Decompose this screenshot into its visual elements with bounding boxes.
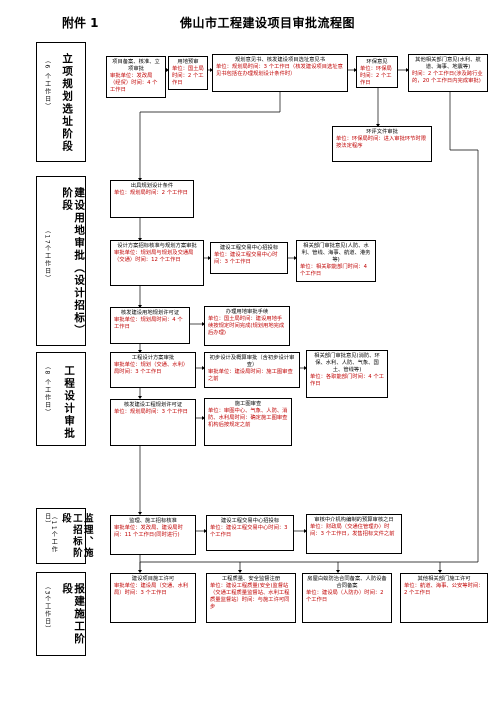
box-land-use-procedures: 办理用地审批手续 单位：国土局时间：建设用地手续按规定时间完成(规划用地完成后办… bbox=[204, 306, 290, 346]
phase-1-days: （6 个工作日） bbox=[43, 57, 51, 111]
page-title: 佛山市工程建设项目审批流程图 bbox=[180, 16, 356, 30]
phase-2-days: （17个工作日） bbox=[43, 227, 51, 283]
phase-1-name: 立项规划选址阶段 bbox=[61, 53, 74, 153]
phase-3-days: （8 个工作日） bbox=[43, 363, 51, 417]
phase-4-days: （11个工作日） bbox=[43, 513, 58, 554]
phase-4-frame: （11个工作日） 监理、施工招标阶段 bbox=[36, 508, 93, 564]
box-planning-opinion: 规划意见书、核发建设项目选址意见书 单位：规划局时间：3 个工作日（核发建设项目… bbox=[212, 54, 348, 92]
phase-2-frame: （17个工作日） 建设用地审批（设计招标）阶段 bbox=[36, 176, 86, 346]
box-other-departments: 其他相关部门意见(水利、航道、海事、地震等) 时间：2 个工作日(涉及跨行业的，… bbox=[408, 54, 488, 92]
box-quality-safety-registration: 工程质量、安全监督注册 单位：建设工程质量(安全)监督站（交通工程质量监督站、水… bbox=[206, 573, 296, 623]
box-trading-center-bidding-1: 建设工程交易中心招投标 单位：建设工程交易中心时间：3 个工作日 bbox=[210, 242, 288, 274]
box-termite-contract-filing: 房屋白蚁防治合同备案、人防设备合同备案 单位：建设局（人防办）时间：2 个工作日 bbox=[302, 573, 392, 623]
box-design-tender-approval: 设计方案招标核准与规划方案审批 审批单位：规划局与规划及交通局（交通）时间：12… bbox=[110, 240, 204, 286]
box-trading-center-bidding-2: 建设工程交易中心招投标 单位：建设工程交易中心时间：3 个工作日 bbox=[206, 515, 294, 551]
box-construction-drawing-review: 施工图审查 单位：审图中心、气象、人防、消防、水利局时间：确定施工图审查机构后按… bbox=[204, 398, 292, 446]
box-project-filing: 项目备案、核准、立项审批 审批单位：发改局（经贸）时间：4 个工作日 bbox=[106, 56, 166, 98]
box-related-dept-approval-2: 相关部门审批意见(消防、环保、水利、人防、气象、国土、管线等) 单位：各职能部门… bbox=[306, 350, 388, 398]
box-related-dept-approval-1: 相关部门审批意见(人防、水利、管线、海事、航道、港务等) 单位：相关职能部门时间… bbox=[296, 240, 376, 282]
phase-4-name: 监理、施工招标阶段 bbox=[59, 513, 93, 559]
box-supervision-tender-approval: 监理、施工招标核准 审批单位：发改局、建设局时间：11 个工作日(同时进行) bbox=[110, 515, 196, 555]
phase-3-frame: （8 个工作日） 工程设计审批 bbox=[36, 352, 86, 446]
box-land-planning-permit: 核发建设用地规划许可证 审批单位：规划局时间：4 个工作日 bbox=[110, 307, 190, 344]
phase-1-frame: （6 个工作日） 立项规划选址阶段 bbox=[36, 42, 86, 162]
box-other-construction-permits: 其他相关部门施工许可 单位：航道、海事、公安等时间：2 个工作日 bbox=[400, 573, 488, 623]
box-preliminary-design-approval: 初步设计及概算审批（含初步设计审查） 审批单位：建设局时间：施工图审查之前 bbox=[204, 352, 300, 388]
box-eia-approval: 环评文件审批 单位：环保局时间：进入审批环节时限按法定程序 bbox=[332, 126, 432, 162]
phase-5-frame: （3个工作日） 报建施工阶段 bbox=[36, 572, 86, 656]
box-construction-permit: 建设项目施工许可 审批单位：建设局（交通、水利局）时间：3 个工作日 bbox=[110, 573, 196, 623]
phase-2-name: 建设用地审批（设计招标）阶段 bbox=[61, 187, 86, 337]
box-construction-planning-permit: 核发建设工程规划许可证 单位：规划局时间：3 个工作日 bbox=[110, 399, 196, 446]
box-budget-review: 审核中介机构编制的预算审核之日 单位：财政局（交通住管理办）时间：3 个工作日，… bbox=[306, 514, 402, 554]
phase-5-days: （3个工作日） bbox=[43, 583, 51, 634]
attachment-label: 附件 1 bbox=[62, 16, 99, 30]
phase-3-name: 工程设计审批 bbox=[63, 365, 76, 440]
box-engineering-design-approval: 工程设计方案审批 审批单位：规划（交通、水利）局时间：3 个工作日 bbox=[110, 352, 196, 388]
phase-5-name: 报建施工阶段 bbox=[61, 583, 86, 646]
box-planning-conditions: 出具规划设计条件 单位：规划局时间：2 个工作日 bbox=[110, 180, 194, 218]
box-environmental-opinion: 环保意见 单位：环保局时间：2 个工作日 bbox=[356, 56, 398, 88]
box-land-pre-review: 用地预审 单位：国土局时间：2 个工作日 bbox=[168, 56, 208, 90]
